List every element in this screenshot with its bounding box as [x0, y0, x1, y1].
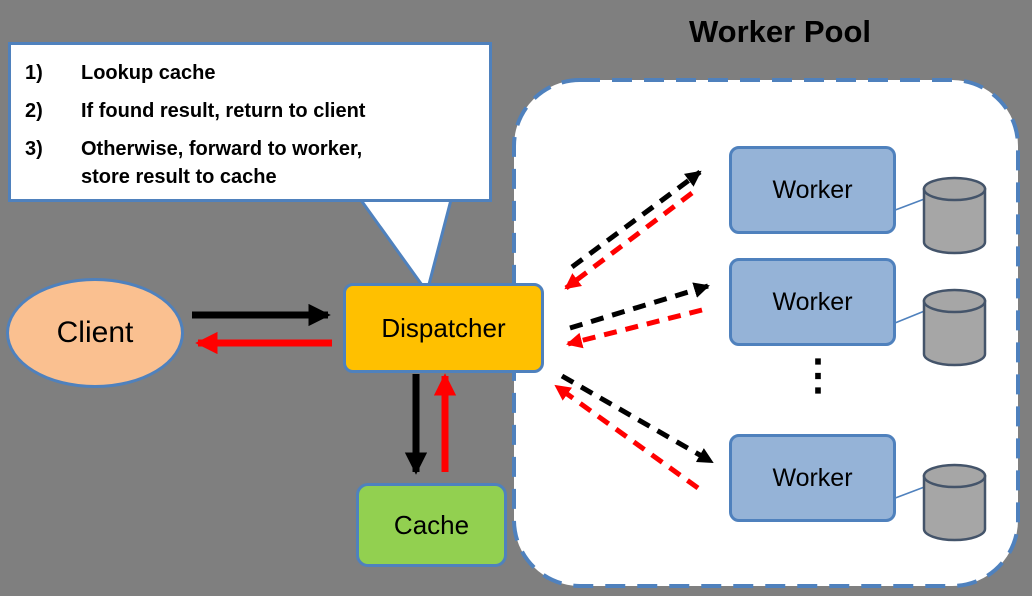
- callout-step-2: 2) If found result, return to client: [25, 97, 481, 125]
- worker-1-label: Worker: [772, 175, 853, 204]
- arrow-worker-2-to-dispatcher: [566, 307, 703, 349]
- worker-node-2: Worker: [729, 258, 896, 346]
- dispatcher-label: Dispatcher: [381, 312, 506, 343]
- step-3-number: 3): [25, 138, 43, 160]
- callout-tail: [355, 194, 454, 296]
- cache-label: Cache: [393, 509, 470, 540]
- arrow-dispatcher-to-worker-2: [569, 282, 710, 331]
- arrow-dispatcher-to-worker-1: [570, 169, 702, 270]
- arrow-worker-3-to-dispatcher: [554, 383, 700, 491]
- worker-pool-title: Worker Pool: [688, 14, 872, 49]
- worker-3-label: Worker: [772, 463, 853, 492]
- callout-box: 1) Lookup cache 2) If found result, retu…: [8, 42, 492, 202]
- client-node: Client: [6, 278, 184, 388]
- arrow-worker-1-to-dispatcher: [564, 191, 694, 290]
- cache-node: Cache: [356, 483, 507, 567]
- step-3-text: Otherwise, forward to worker, store resu…: [81, 138, 363, 188]
- arrow-dispatcher-to-worker-3: [560, 373, 714, 465]
- dispatcher-node: Dispatcher: [343, 283, 544, 373]
- database-cylinder-icon-1: [922, 176, 987, 255]
- database-cylinder-icon-3: [922, 463, 987, 542]
- step-1-number: 1): [25, 62, 43, 84]
- step-2-number: 2): [25, 100, 43, 122]
- database-cylinder-icon-2: [922, 288, 987, 367]
- callout-step-3: 3) Otherwise, forward to worker, store r…: [25, 135, 481, 191]
- callout-step-1: 1) Lookup cache: [25, 59, 481, 87]
- worker-2-label: Worker: [772, 287, 853, 316]
- step-1-text: Lookup cache: [81, 62, 216, 84]
- client-label: Client: [56, 316, 134, 349]
- step-2-text: If found result, return to client: [81, 100, 366, 122]
- worker-node-3: Worker: [729, 434, 896, 522]
- worker-node-1: Worker: [729, 146, 896, 234]
- more-workers-ellipsis: ⋮: [797, 351, 839, 398]
